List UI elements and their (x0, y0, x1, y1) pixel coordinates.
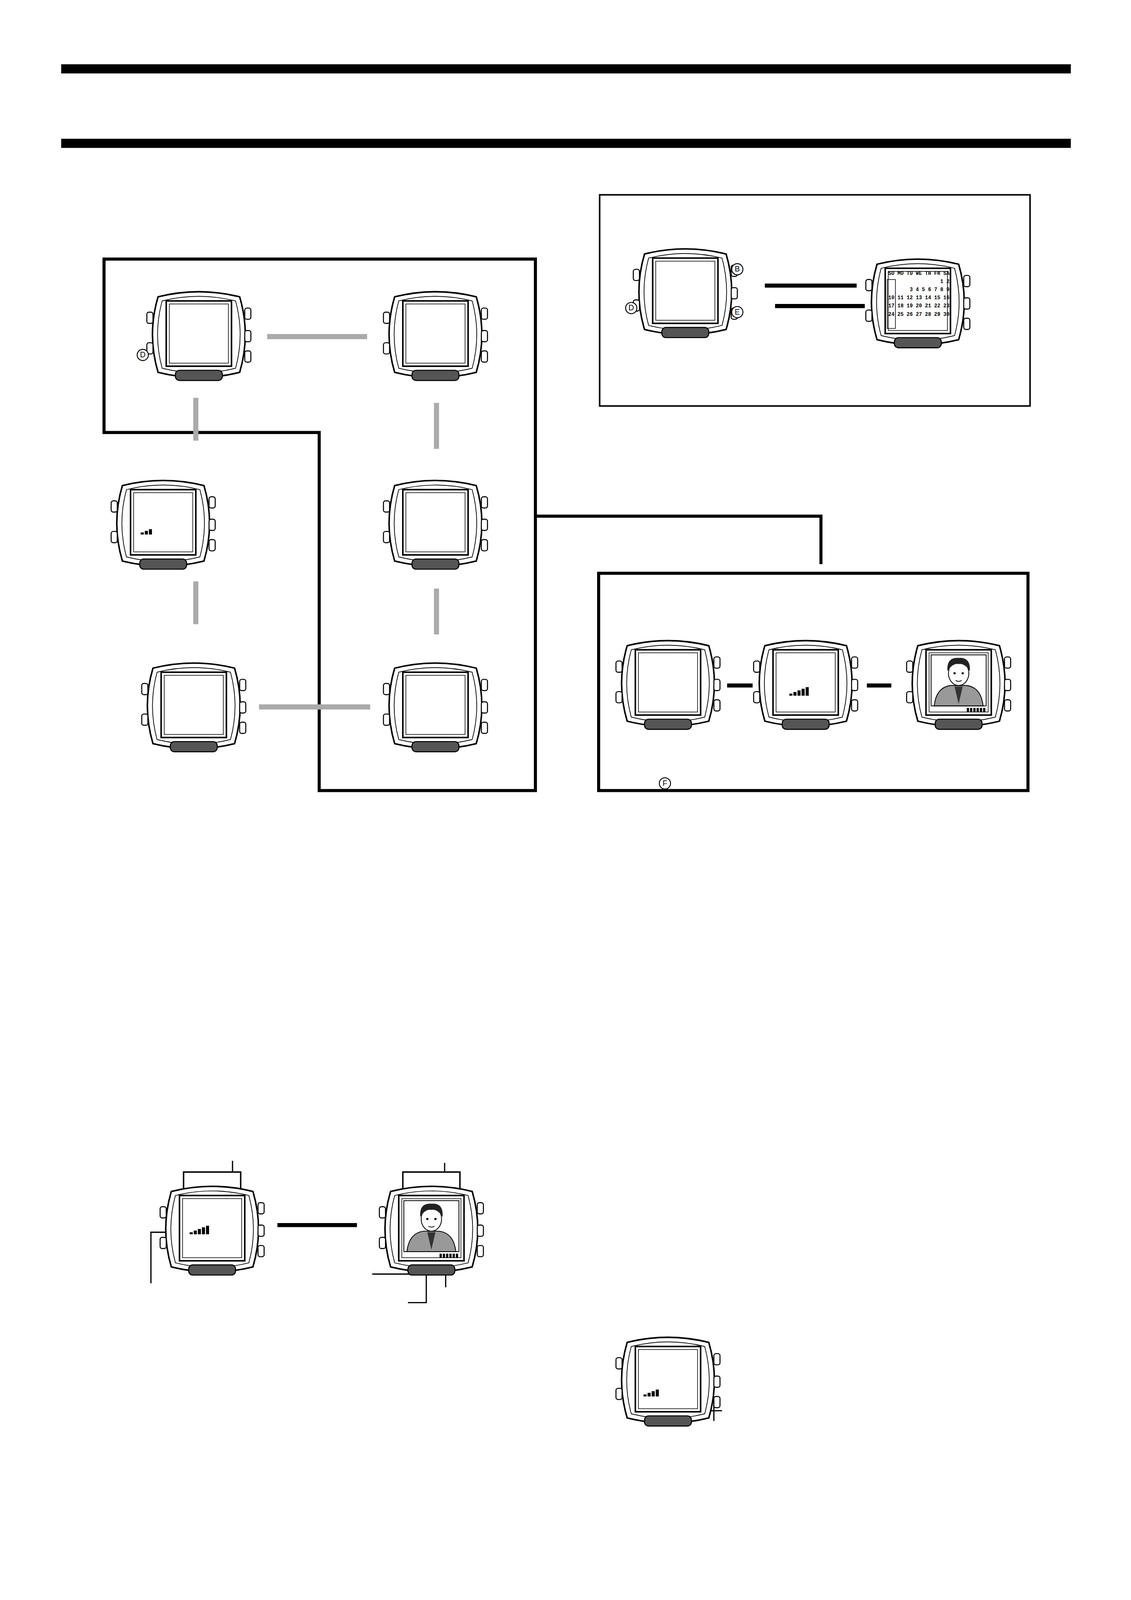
calendar-panel (599, 194, 1030, 406)
watch-illustration (615, 640, 720, 730)
watch-illustration (383, 480, 488, 569)
panel-link (535, 515, 821, 564)
leader-lines (151, 1160, 723, 1421)
button-marker (137, 349, 149, 361)
image-panel (598, 573, 1029, 791)
button-marker (625, 302, 637, 314)
calendar-row: 24 25 26 27 28 29 30 (888, 312, 950, 318)
watch-illustration (615, 1337, 720, 1426)
watch-illustration (146, 291, 251, 381)
mode-region (104, 259, 536, 791)
calendar-row: 3 4 5 6 7 8 9 (909, 288, 950, 294)
watch-illustration (865, 259, 971, 348)
calendar-row: 1 2 (940, 279, 950, 286)
calendar-row: 10 11 12 13 14 15 16 (888, 296, 950, 302)
calendar-row: 17 18 19 20 21 22 23 (888, 304, 950, 310)
watch-illustration (141, 662, 246, 752)
button-letter: D (139, 351, 146, 359)
header-rule (61, 138, 1071, 149)
watch-illustration (383, 291, 488, 381)
button-letter: F (662, 779, 668, 788)
watch-illustration (633, 248, 738, 338)
step-lines (277, 285, 892, 1225)
header-rule (61, 64, 1071, 74)
watch-illustration (753, 640, 858, 730)
watch-illustration (906, 640, 1011, 730)
button-marker (731, 306, 743, 318)
watch-illustration (379, 1171, 484, 1275)
button-marker (731, 263, 743, 275)
watch-illustration (160, 1171, 265, 1275)
watch-illustration (110, 480, 216, 569)
button-letter: D (628, 304, 635, 312)
button-marker (659, 777, 671, 789)
button-letter: B (734, 265, 741, 274)
watch-illustration (383, 662, 488, 752)
button-letter: E (734, 308, 741, 316)
calendar-header: SU MO TU WE TH FR SA (888, 271, 950, 277)
